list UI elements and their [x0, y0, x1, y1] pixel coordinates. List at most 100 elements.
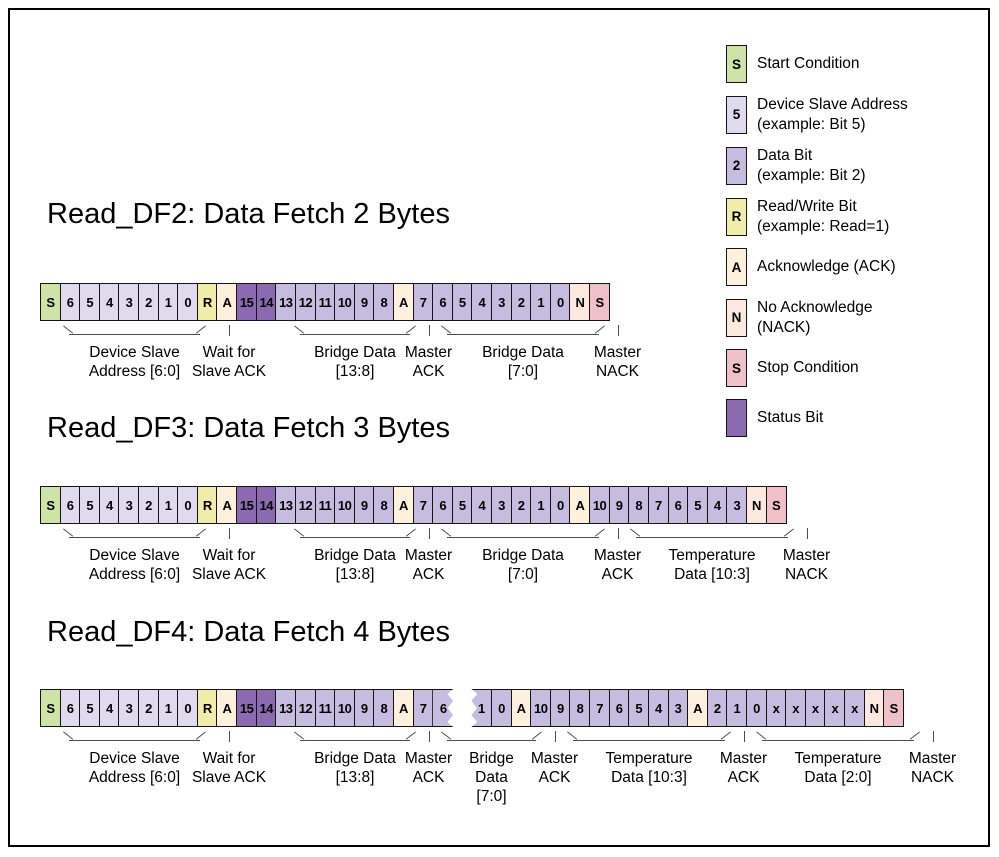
bit-cell: A — [510, 689, 532, 727]
bit-cell: 1 — [157, 283, 179, 321]
bit-cell: 4 — [471, 283, 493, 321]
brace-or-tick-mark — [292, 527, 418, 539]
bit-cell: 5 — [79, 486, 101, 524]
bit-cell: 7 — [589, 689, 611, 727]
legend-label: Acknowledge (ACK) — [757, 258, 896, 276]
bit-cell: N — [745, 486, 767, 524]
brace-or-tick-mark — [292, 324, 418, 336]
legend-item: R Read/Write Bit (example: Read=1) — [726, 197, 908, 236]
bit-cell: 0 — [177, 486, 199, 524]
bit-cell: 0 — [177, 689, 199, 727]
bit-cell: S — [40, 689, 61, 727]
bit-cell: x — [765, 689, 787, 727]
bit-cell: 4 — [98, 689, 120, 727]
bit-group-label: Device Slave Address [6:0] — [88, 547, 181, 583]
bit-cell: x — [824, 689, 846, 727]
bit-cell: 11 — [314, 283, 336, 321]
brace-horizontal-line — [447, 740, 536, 741]
bit-cell: 4 — [471, 486, 493, 524]
brace-right-diagonal — [195, 731, 207, 740]
bit-group-label: Master ACK — [404, 750, 453, 786]
bit-cell: 5 — [451, 283, 473, 321]
brace-left-diagonal — [293, 528, 305, 537]
bit-group-label: Bridge Data [13:8] — [314, 344, 396, 380]
brace-left-diagonal — [755, 731, 767, 740]
bit-cell: 15 — [236, 689, 258, 727]
brace-left-diagonal — [440, 528, 452, 537]
bit-cell: A — [216, 486, 238, 524]
legend-swatch: N — [726, 298, 747, 337]
bit-cell: 2 — [510, 283, 532, 321]
bit-cell: 9 — [608, 486, 630, 524]
brace-right-diagonal — [909, 731, 921, 740]
brace-or-tick-mark — [61, 324, 208, 336]
legend-label: Stop Condition — [757, 359, 859, 377]
bit-group-annotation: Device Slave Address [6:0] — [61, 322, 208, 412]
legend-label: Data Bit (example: Bit 2) — [757, 147, 866, 184]
brace-right-diagonal — [195, 325, 207, 334]
bit-cell: A — [392, 283, 414, 321]
bit-group-annotation: Temperature Data [10:3] — [628, 525, 796, 615]
section-title-read-df4: Read_DF4: Data Fetch 4 Bytes — [47, 616, 450, 648]
bit-cell: 14 — [255, 486, 277, 524]
bit-cell: 11 — [314, 486, 336, 524]
bit-cell: 14 — [255, 283, 277, 321]
bit-cell — [452, 689, 473, 727]
bit-cell: 2 — [138, 486, 160, 524]
bit-cell: S — [883, 689, 905, 727]
brace-horizontal-line — [447, 537, 599, 538]
bit-group-annotation: Wait for Slave ACK — [192, 525, 266, 615]
bit-cell: 6 — [608, 689, 630, 727]
bit-group-annotation: Master NACK — [909, 728, 956, 818]
brace-horizontal-line — [69, 740, 200, 741]
bit-cell: 8 — [569, 689, 591, 727]
bit-cell: 10 — [334, 689, 356, 727]
bit-cell: A — [569, 486, 591, 524]
bit-group-annotation: Master NACK — [783, 525, 830, 615]
brace-right-diagonal — [594, 325, 606, 334]
bit-cell: 10 — [334, 486, 356, 524]
bit-cell: 8 — [628, 486, 650, 524]
bit-cell: 2 — [510, 486, 532, 524]
bit-cell: 6 — [59, 486, 81, 524]
legend-swatch — [726, 399, 747, 437]
brace-horizontal-line — [300, 537, 410, 538]
legend-swatch: S — [726, 349, 747, 387]
bit-cell: 4 — [98, 486, 120, 524]
bit-cell: 3 — [118, 486, 140, 524]
bit-cell: A — [392, 486, 414, 524]
bit-group-annotation: Wait for Slave ACK — [192, 728, 266, 818]
bit-group-label: Temperature Data [10:3] — [668, 547, 756, 583]
brace-or-tick-mark — [628, 527, 796, 539]
bit-cell: 0 — [177, 283, 199, 321]
brace-right-diagonal — [405, 325, 417, 334]
bit-cell: 12 — [294, 486, 316, 524]
brace-right-diagonal — [783, 528, 795, 537]
brace-or-tick-mark — [208, 324, 250, 336]
brace-horizontal-line — [762, 740, 914, 741]
legend-swatch: 5 — [726, 95, 747, 134]
legend-item: 5 Device Slave Address (example: Bit 5) — [726, 95, 908, 134]
bit-cell: 7 — [647, 486, 669, 524]
bit-cell: 6 — [667, 486, 689, 524]
legend-item: 2 Data Bit (example: Bit 2) — [726, 146, 908, 185]
brace-left-diagonal — [62, 325, 74, 334]
brace-or-tick-mark — [607, 324, 628, 336]
bit-cell: 3 — [491, 486, 513, 524]
bit-cell: A — [392, 689, 414, 727]
brace-left-diagonal — [629, 528, 641, 537]
bit-group-label: Wait for Slave ACK — [191, 750, 267, 786]
brace-or-tick-mark — [292, 730, 418, 742]
brace-left-diagonal — [293, 731, 305, 740]
brace-horizontal-line — [300, 334, 410, 335]
bit-cell: 10 — [530, 689, 552, 727]
bit-cell: 6 — [432, 689, 454, 727]
bit-cell: 9 — [353, 689, 375, 727]
bit-cell: 11 — [314, 689, 336, 727]
bit-cell: R — [196, 283, 218, 321]
bit-cell: 5 — [687, 486, 709, 524]
brace-or-tick-mark — [208, 527, 250, 539]
brace-horizontal-line — [300, 740, 410, 741]
